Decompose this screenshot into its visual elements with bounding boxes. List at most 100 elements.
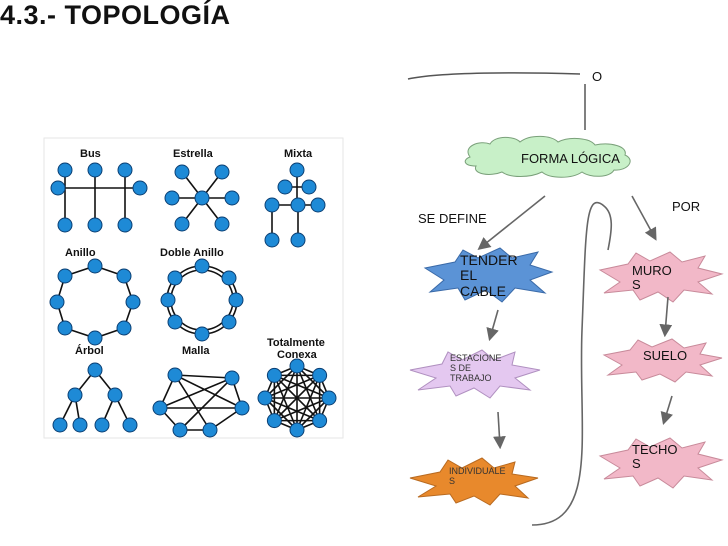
network-node [289,422,305,438]
arrow-to-individuales [493,411,506,450]
full-mesh-edge [264,397,298,431]
label-full-top: Totalmente [267,337,325,349]
techos-burst [598,437,724,489]
suelo-text: SUELO [643,348,688,363]
network-node [301,179,317,195]
network-node [194,326,210,342]
curved-connector [531,201,613,526]
label-full-bottom: Conexa [277,349,318,361]
topology-frame [43,137,344,439]
network-node [87,162,103,178]
network-node [289,358,305,374]
network-node [117,162,133,178]
label-mixed: Mixta [284,148,313,160]
network-node [221,314,237,330]
network-node [132,180,148,196]
network-node [87,330,103,346]
full-mesh-edge [273,374,321,422]
network-node [87,362,103,378]
network-node [321,390,337,406]
network-node [257,390,273,406]
network-node [174,216,190,232]
network-node [266,413,282,429]
network-node [310,197,326,213]
network-node [224,370,240,386]
muros-text: MURO S [632,263,672,293]
full-mesh-edge [274,374,330,399]
techos-text: TECHO S [632,442,678,472]
topology-nodes [49,162,337,438]
label-bus: Bus [80,148,101,160]
individuales-text: INDIVIDUALE S [449,466,506,486]
network-node [266,367,282,383]
network-node [160,292,176,308]
network-node [116,320,132,336]
network-node [117,217,133,233]
network-node [167,270,183,286]
forma-logica-cloud [464,135,631,178]
network-node [50,180,66,196]
network-node [312,413,328,429]
network-node [125,294,141,310]
network-node [277,179,293,195]
estaciones-de-trabajo-burst [409,349,541,399]
network-node [228,292,244,308]
network-node [312,367,328,383]
network-node [194,190,210,206]
network-node [290,197,306,213]
arrow-to-estaciones [486,309,499,342]
network-node [49,294,65,310]
label-mesh: Malla [182,345,210,357]
o-text: O [592,69,603,84]
network-node [72,417,88,433]
network-node [221,270,237,286]
network-node [167,367,183,383]
arrow-to-techos [660,395,673,426]
network-node [87,258,103,274]
topology-image: Bus Estrella Mixta Anillo Doble Anillo Á… [43,137,344,439]
network-node [289,162,305,178]
network-node [67,387,83,403]
network-node [87,217,103,233]
network-node [57,320,73,336]
network-node [214,164,230,180]
network-node [116,268,132,284]
network-node [264,197,280,213]
network-node [57,162,73,178]
network-node [122,417,138,433]
network-node [224,190,240,206]
network-node [167,314,183,330]
network-node [57,268,73,284]
se-define-text: SE DEFINE [418,211,487,226]
individuales-burst [409,457,539,506]
network-node [164,190,180,206]
tender-el-cable-burst [423,247,554,303]
label-double-ring: Doble Anillo [160,247,224,259]
network-node [107,387,123,403]
title-connector [407,72,581,80]
estaciones-text: ESTACIONE S DE TRABAJO [450,353,502,383]
slide-title: 4.3.- TOPOLOGÍA [0,0,231,30]
network-node [264,232,280,248]
network-node [174,164,190,180]
arrow-to-cable [477,195,546,250]
label-star: Estrella [173,148,214,160]
network-node [234,400,250,416]
label-ring: Anillo [65,247,96,259]
network-node [290,232,306,248]
network-node [194,258,210,274]
forma-logica-text: FORMA LÓGICA [521,151,620,166]
label-tree: Árbol [75,344,104,357]
network-node [172,422,188,438]
suelo-burst [602,338,723,383]
tender-el-cable-text: TENDER EL CABLE [460,252,518,299]
network-node [214,216,230,232]
network-node [52,417,68,433]
por-text: POR [672,199,701,214]
network-node [152,400,168,416]
muros-burst [598,251,724,303]
network-node [202,422,218,438]
full-mesh-edge [273,375,298,431]
arrow-to-muros [631,195,657,241]
